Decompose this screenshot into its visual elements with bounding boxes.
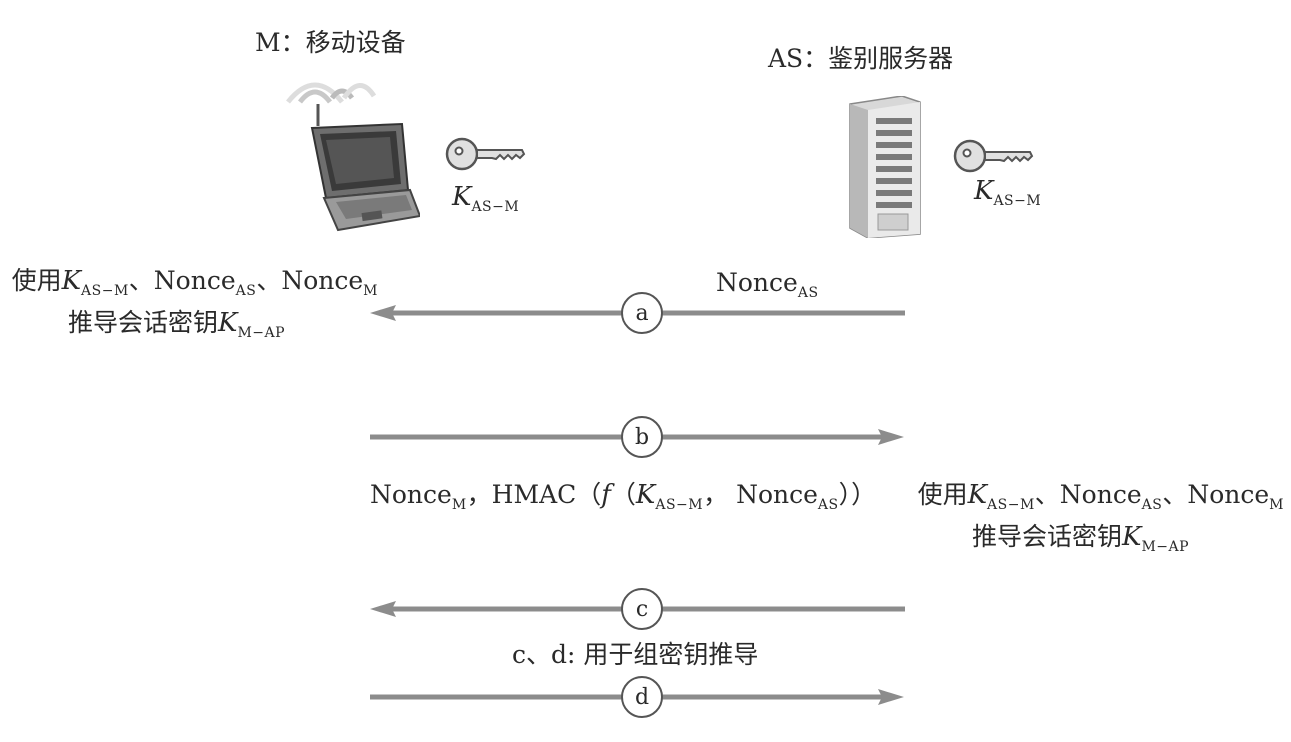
auth-server-title: AS：鉴别服务器 [768, 44, 954, 73]
server-icon [849, 96, 921, 238]
cd-note: c、d: 用于组密钥推导 [512, 640, 759, 669]
server-derivation-line1: 使用KAS−M、NonceAS、NonceM [917, 480, 1284, 513]
message-a-text: NonceAS [716, 268, 819, 301]
step-a-marker: a [621, 292, 663, 334]
mobile-key-label: KAS−M [452, 182, 520, 215]
step-c-marker: c [621, 588, 663, 630]
mobile-derivation-line2: 推导会话密钥KM−AP [68, 308, 286, 341]
server-key-label: KAS−M [974, 176, 1042, 209]
key-icon [953, 139, 1034, 173]
mobile-derivation-line1: 使用KAS−M、NonceAS、NonceM [11, 266, 378, 299]
mobile-device-title: M：移动设备 [255, 28, 406, 57]
message-b-text: NonceM，HMAC（f（KAS−M， NonceAS）） [370, 480, 877, 513]
step-b-marker: b [621, 416, 663, 458]
step-d-marker: d [621, 676, 663, 718]
server-derivation-line2: 推导会话密钥KM−AP [972, 522, 1190, 555]
key-icon [445, 137, 526, 171]
laptop-icon [286, 82, 420, 232]
